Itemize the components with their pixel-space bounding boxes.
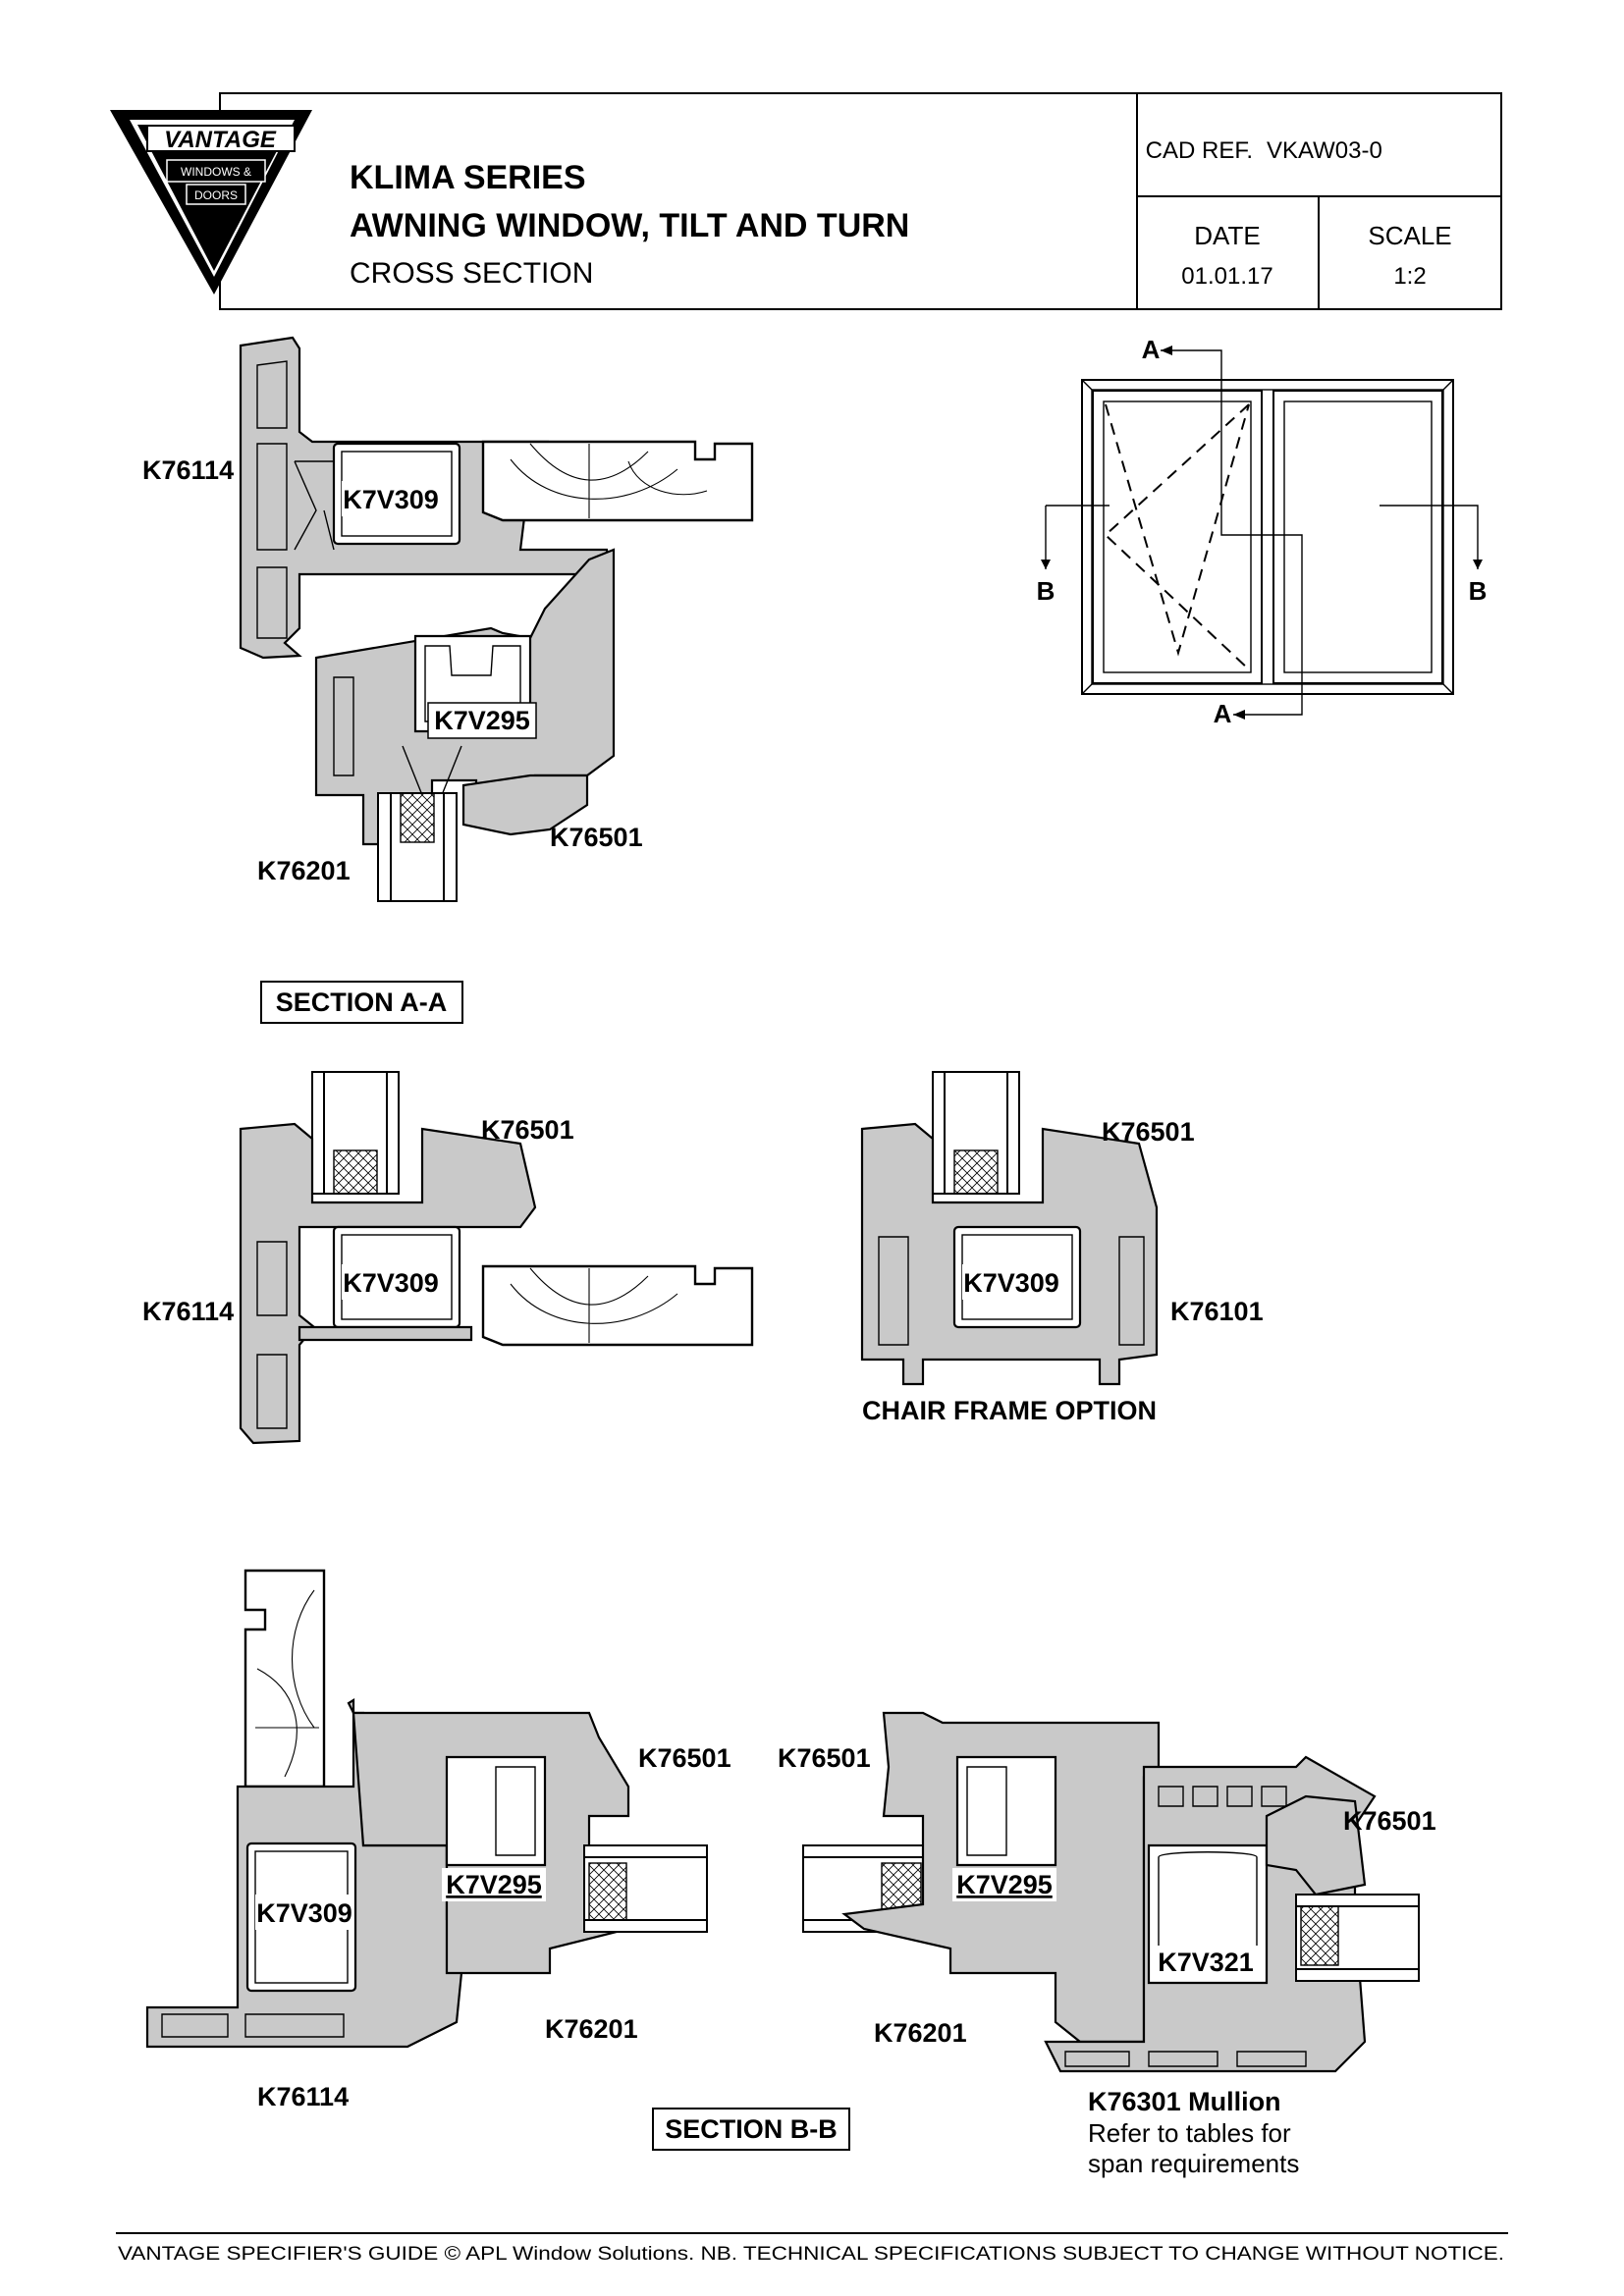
- label-sash-rein: K7V295: [434, 706, 530, 735]
- date-value: 01.01.17: [1181, 263, 1272, 290]
- cad-ref-label: CAD REF.: [1146, 137, 1253, 164]
- mullion-bead-profile: [1265, 1794, 1367, 1896]
- chair-caption: CHAIR FRAME OPTION: [862, 1396, 1157, 1425]
- timber-reveal-bottom: [481, 1264, 754, 1347]
- label-frame-rein: K7V309: [343, 485, 439, 514]
- date-label: DATE: [1194, 221, 1260, 250]
- vantage-logo: VANTAGE WINDOWS & DOORS: [110, 110, 312, 294]
- logo-line2: DOORS: [194, 188, 238, 202]
- label-jamb-frame: K76114: [257, 2082, 349, 2111]
- timber-reveal: [481, 440, 754, 522]
- section-bb-label-box: SECTION B-B: [652, 2108, 850, 2151]
- section-aa-label-box: SECTION A-A: [260, 981, 463, 1024]
- section-bb-mullion-detail: K7V295 K7V321 K76501 K76501 K76201 K7630…: [778, 1711, 1436, 2178]
- label-sash: K76201: [257, 856, 351, 885]
- label-mullion: K76301 Mullion: [1088, 2087, 1281, 2116]
- label-mullion-sash: K76201: [874, 2018, 967, 2048]
- label-jamb-bead: K76501: [638, 1743, 731, 1773]
- product-title: AWNING WINDOW, TILT AND TURN: [350, 207, 909, 244]
- marker-b-right: B: [1469, 576, 1488, 606]
- marker-a-bottom: A: [1214, 699, 1232, 728]
- label-bead: K76501: [550, 823, 643, 852]
- logo-brand: VANTAGE: [164, 127, 277, 153]
- marker-a-top: A: [1142, 335, 1161, 364]
- scale-value: 1:2: [1393, 263, 1426, 290]
- label-mullion-bead-right: K76501: [1343, 1806, 1436, 1836]
- label-chair-bead: K76501: [1102, 1117, 1195, 1147]
- bead-profile: [461, 774, 589, 836]
- title-block: VANTAGE WINDOWS & DOORS KLIMA SERIES AWN…: [110, 92, 1502, 310]
- label-chair-frame: K76101: [1170, 1297, 1264, 1326]
- label-frame-rein-bottom: K7V309: [343, 1268, 439, 1298]
- label-chair-frame-rein: K7V309: [963, 1268, 1059, 1298]
- label-mullion-rein: K7V321: [1158, 1948, 1254, 1977]
- timber-reveal-jamb: [244, 1569, 326, 1789]
- window-elevation: A A B B: [1037, 335, 1488, 728]
- drawing-type: CROSS SECTION: [350, 257, 593, 290]
- label-jamb-sash-rein: K7V295: [446, 1870, 542, 1899]
- mullion-note-1: Refer to tables for: [1088, 2118, 1291, 2148]
- label-jamb-sash: K76201: [545, 2014, 638, 2044]
- section-aa-top-detail: K7V309 K7V295 K76114 K76501 K76201: [142, 336, 754, 902]
- frame-profile-bottom: [239, 1122, 537, 1445]
- section-aa-bottom-detail: K7V309 K76114 K76501: [142, 1071, 754, 1445]
- cad-ref-value: VKAW03-0: [1267, 137, 1382, 164]
- series-title: KLIMA SERIES: [350, 159, 586, 196]
- label-frame: K76114: [142, 455, 234, 485]
- footer-text: VANTAGE SPECIFIER'S GUIDE © APL Window S…: [118, 2244, 1504, 2265]
- scale-label: SCALE: [1368, 221, 1451, 250]
- section-aa-label: SECTION A-A: [276, 988, 448, 1017]
- logo-line1: WINDOWS &: [181, 165, 251, 179]
- mullion-note-2: span requirements: [1088, 2149, 1299, 2178]
- label-mullion-sash-rein: K7V295: [956, 1870, 1053, 1899]
- chair-frame-detail: K7V309 K76501 K76101 CHAIR FRAME OPTION: [860, 1071, 1264, 1425]
- section-bb-label: SECTION B-B: [665, 2114, 838, 2144]
- label-jamb-frame-rein: K7V309: [256, 1898, 352, 1928]
- section-bb-left-detail: K7V309 K7V295 K76501 K76201 K76114: [145, 1569, 731, 2111]
- label-bead-bottom: K76501: [481, 1115, 574, 1145]
- label-mullion-bead-left: K76501: [778, 1743, 871, 1773]
- label-frame-bottom: K76114: [142, 1297, 234, 1326]
- marker-b-left: B: [1037, 576, 1056, 606]
